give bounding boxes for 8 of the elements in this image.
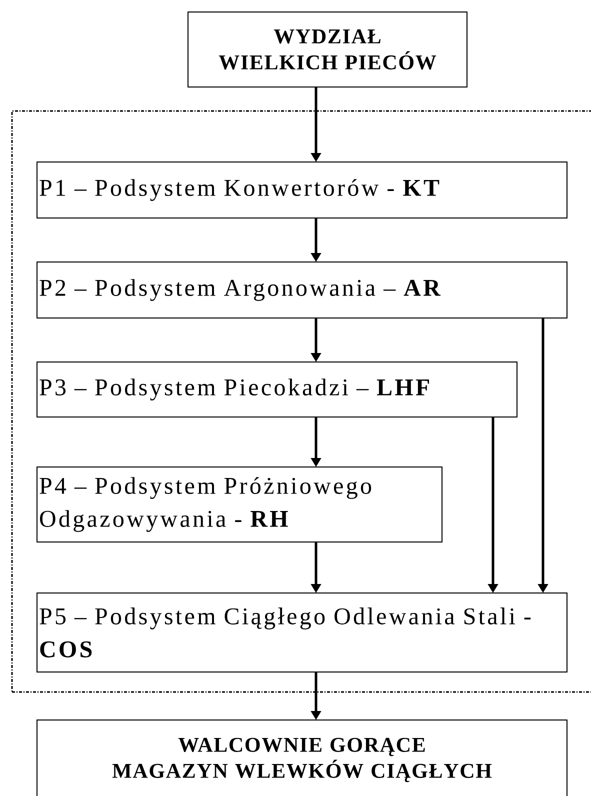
department-box: WALCOWNIE GORĄCE MAGAZYN WLEWKÓW CIĄGŁYCH [36,720,568,796]
dotted-frame [11,110,591,693]
subsystem-box: P4 – Podsystem Próżniowego Odgazowywania - RH [36,466,442,542]
subsystem-box: P3 – Podsystem Piecokadzi – LHF [36,362,518,418]
subsystem-box: P1 – Podsystem Konwertorów - KT [36,162,568,218]
subsystem-box: P2 – Podsystem Argonowania – AR [36,262,568,318]
department-box: WYDZIAŁ WIELKICH PIECÓW [188,12,468,88]
subsystem-box: P5 – Podsystem Ciągłego Odlewania Stali - COS [36,592,568,672]
